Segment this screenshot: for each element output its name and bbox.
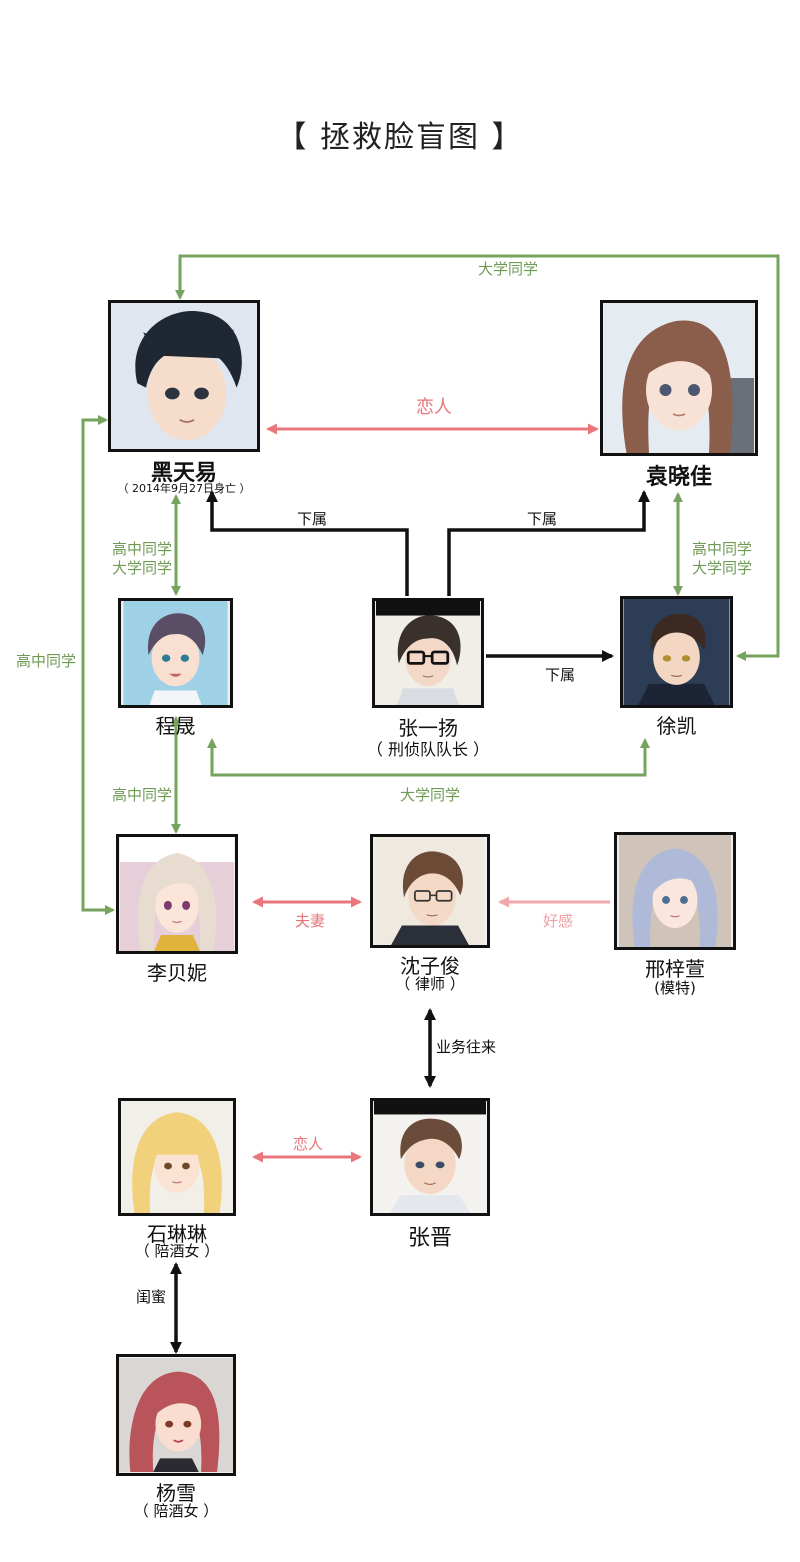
name-li-beini: 李贝妮 <box>147 961 207 985</box>
label-hei-cheng-line2: 大学同学 <box>111 559 172 577</box>
portrait-cheng-sheng <box>118 598 233 708</box>
label-cheng-li: 高中同学 <box>111 786 172 804</box>
name-xu-kai: 徐凯 <box>656 714 697 738</box>
face-illustration <box>619 835 731 947</box>
face-illustration <box>376 601 480 705</box>
note-shi-linlin: （ 陪酒女 ） <box>134 1242 220 1260</box>
label-college-top: 大学同学 <box>477 260 538 278</box>
label-yuan-xu-line1: 高中同学 <box>691 540 752 558</box>
portrait-yuan-xiaojia <box>600 300 758 456</box>
edge-zhang-hei-sub <box>206 490 409 596</box>
portrait-shi-linlin <box>118 1098 236 1216</box>
face-illustration <box>376 837 484 945</box>
label-lovers-main: 恋人 <box>416 397 452 418</box>
face-illustration <box>119 1358 233 1472</box>
name-yang-xue: 杨雪 <box>156 1481 196 1505</box>
note-zhang-yiyang: （ 刑侦队队长 ） <box>366 740 490 759</box>
label-couple: 夫妻 <box>294 912 325 930</box>
edge-hei-xu-college <box>175 254 780 661</box>
label-subordinate-right: 下属 <box>526 510 557 528</box>
name-zhang-jin: 张晋 <box>407 1226 452 1251</box>
portrait-zhang-jin <box>370 1098 490 1216</box>
note-yang-xue: （ 陪酒女 ） <box>133 1502 219 1520</box>
edge-zhang-yuan-sub <box>447 490 650 596</box>
portrait-hei-tianyi <box>108 300 260 452</box>
edge-hei-li-highschool <box>81 415 115 915</box>
edge-cheng-xu-college <box>207 738 650 777</box>
name-xing-zixuan: 邢梓萱 <box>645 957 705 981</box>
name-cheng-sheng: 程晟 <box>155 714 196 738</box>
name-yuan-xiaojia: 袁晓佳 <box>645 465 712 490</box>
face-illustration <box>374 1101 486 1213</box>
label-yuan-xu-line2: 大学同学 <box>691 559 752 577</box>
portrait-xu-kai <box>620 596 733 708</box>
label-lovers-bottom: 恋人 <box>292 1135 323 1153</box>
name-shen-zijun: 沈子俊 <box>400 954 460 978</box>
face-illustration <box>623 599 730 705</box>
label-hei-cheng: 高中同学 大学同学 <box>100 540 184 578</box>
name-shi-linlin: 石琳琳 <box>147 1222 207 1246</box>
portrait-zhang-yiyang <box>372 598 484 708</box>
label-hei-li: 高中同学 <box>15 652 76 670</box>
portrait-li-beini <box>116 834 238 954</box>
page-title: 【 拯救脸盲图 】 <box>276 120 524 155</box>
label-business: 业务往来 <box>435 1038 496 1056</box>
label-hei-cheng-line1: 高中同学 <box>111 540 172 558</box>
portrait-shen-zijun <box>370 834 490 948</box>
note-hei-tianyi: （ 2014年9月27日身亡 ） <box>117 482 251 495</box>
face-illustration <box>111 303 257 449</box>
face-illustration <box>604 303 754 453</box>
portrait-xing-zixuan <box>614 832 736 950</box>
note-shen-zijun: （ 律师 ） <box>395 975 465 993</box>
portrait-yang-xue <box>116 1354 236 1476</box>
face-illustration <box>121 1101 233 1213</box>
face-illustration <box>123 601 228 705</box>
label-cheng-xu: 大学同学 <box>399 786 460 804</box>
label-subordinate-xu: 下属 <box>544 666 575 684</box>
label-subordinate-left: 下属 <box>296 510 327 528</box>
note-xing-zixuan: (模特) <box>654 979 696 997</box>
label-yuan-xu: 高中同学 大学同学 <box>680 540 764 578</box>
face-illustration <box>120 837 234 951</box>
name-zhang-yiyang: 张一扬 <box>398 716 458 740</box>
name-hei-tianyi: 黑天易 <box>150 461 217 486</box>
label-besties: 闺蜜 <box>135 1288 166 1306</box>
label-crush: 好感 <box>542 912 573 930</box>
